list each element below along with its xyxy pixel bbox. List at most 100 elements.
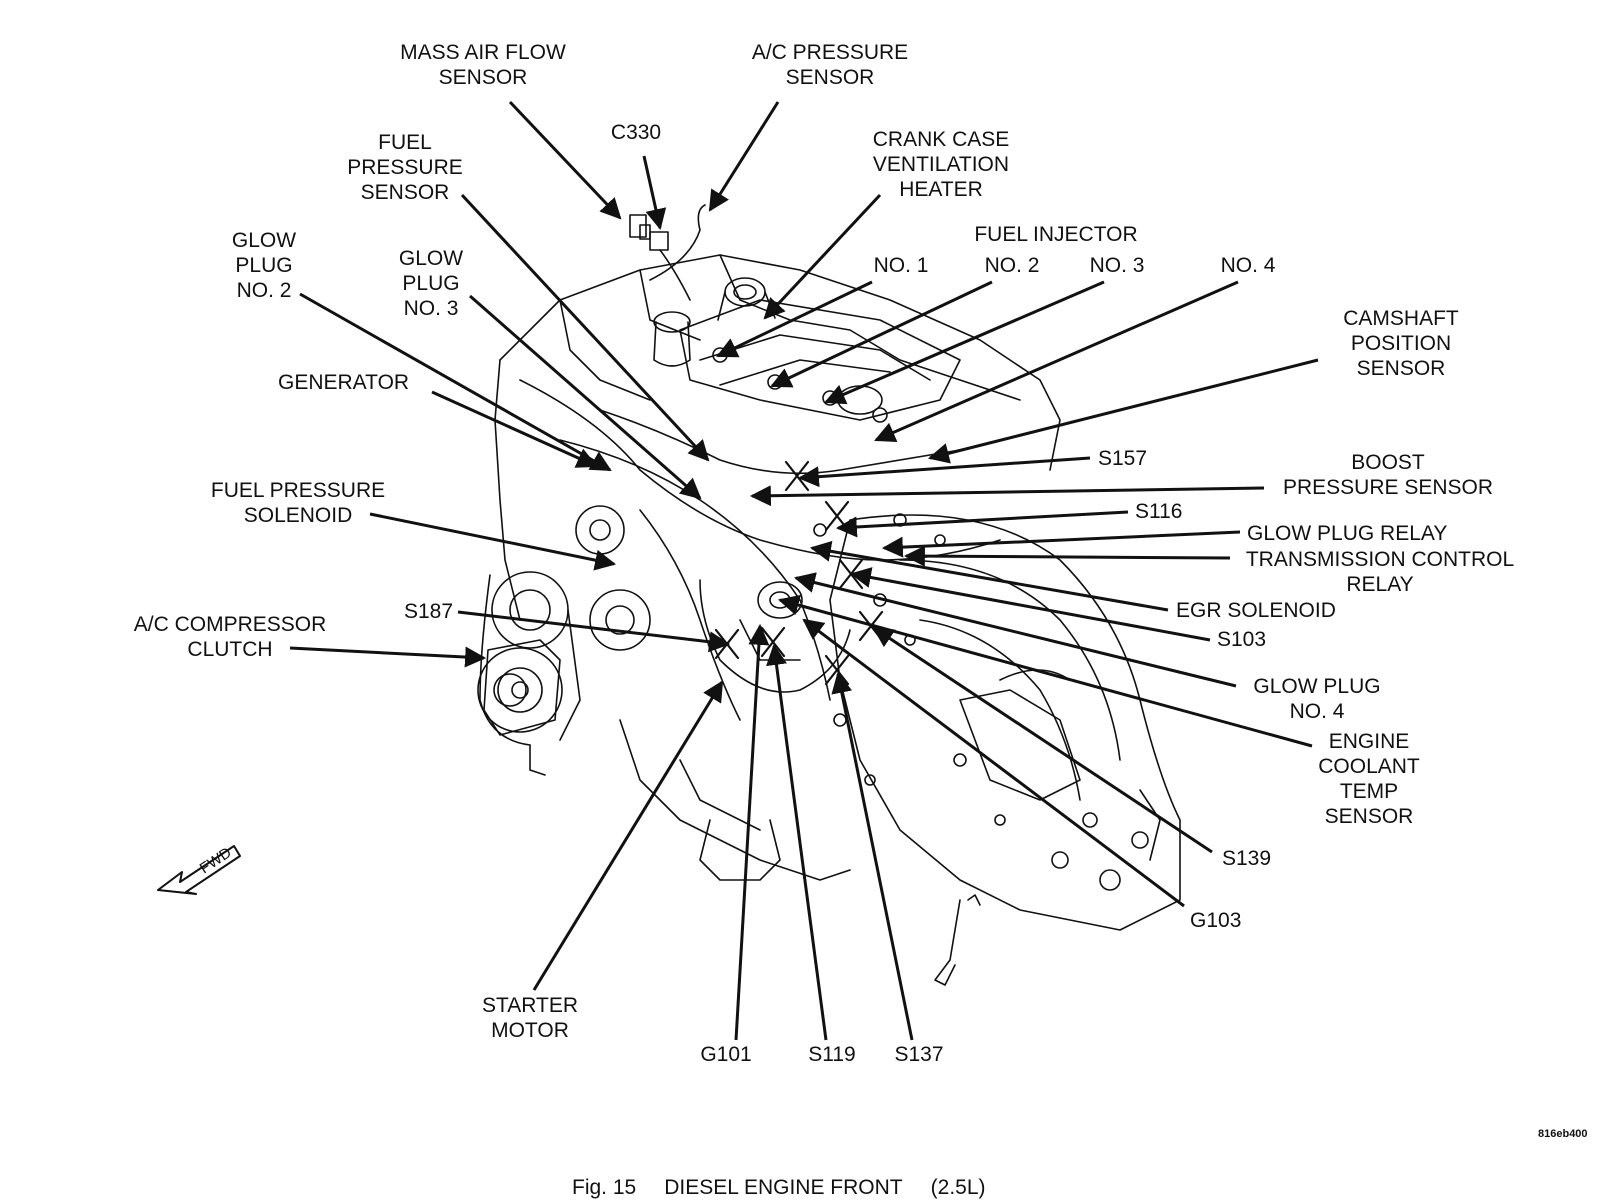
label-line: SENSOR <box>1356 357 1446 380</box>
caption-engine-size: (2.5L) <box>930 1176 986 1199</box>
leader-line-s103 <box>849 567 1211 642</box>
label-line: GLOW <box>398 247 464 270</box>
leader-line-s116 <box>835 510 1129 538</box>
oil-pan <box>619 719 851 881</box>
leader-line-maf <box>508 100 622 220</box>
engine-block-outline <box>499 254 1061 471</box>
leader-line-crankcase <box>763 193 882 320</box>
label-line: S139 <box>1222 847 1272 870</box>
label-line: S116 <box>1135 500 1183 523</box>
label-line: G103 <box>1190 909 1242 932</box>
label-inj-no1: NO. 1 <box>874 253 929 278</box>
leader-line-glow-plug-3 <box>469 294 702 500</box>
label-s119: S119 <box>808 1042 856 1067</box>
label-line: POSITION <box>1350 332 1452 355</box>
label-s139: S139 <box>1222 846 1271 871</box>
label-line: TEMP <box>1339 780 1399 803</box>
label-c330: C330 <box>611 120 661 145</box>
label-line: FUEL PRESSURE <box>210 479 386 502</box>
leader-line-c330 <box>642 155 667 231</box>
label-line: SOLENOID <box>243 504 353 527</box>
leader-line-fuel-pressure-sensor <box>460 193 710 462</box>
label-line: S157 <box>1098 447 1148 470</box>
label-line: NO. 4 <box>1220 254 1276 277</box>
leader-line-s119 <box>766 643 828 1041</box>
leader-line-s157 <box>797 456 1091 488</box>
label-line: PLUG <box>402 272 460 295</box>
label-glow-plug-relay: GLOW PLUG RELAY <box>1247 521 1447 546</box>
label-line: FUEL INJECTOR <box>974 223 1138 246</box>
label-line: S103 <box>1217 628 1267 651</box>
label-s137: S137 <box>894 1042 943 1067</box>
leader-line-glow-plug-2 <box>299 292 612 472</box>
ac-compressor <box>483 639 561 736</box>
label-line: A/C PRESSURE <box>751 41 909 64</box>
label-inj-no3: NO. 3 <box>1090 253 1145 278</box>
label-line: CLUTCH <box>187 638 273 661</box>
label-line: S187 <box>404 600 454 623</box>
label-line: NO. 2 <box>984 254 1040 277</box>
label-line: PRESSURE SENSOR <box>1282 476 1494 499</box>
leader-line-ac-compressor <box>289 646 487 668</box>
label-line: FUEL <box>378 131 432 154</box>
leader-line-egr <box>809 540 1169 612</box>
label-inj-no2: NO. 2 <box>985 253 1040 278</box>
label-s103: S103 <box>1217 627 1266 652</box>
leader-line-inj-no2 <box>770 280 993 388</box>
leader-line-s137 <box>831 671 914 1041</box>
label-fuel-injector: FUEL INJECTOR <box>974 222 1137 247</box>
label-line: NO. 3 <box>1089 254 1145 277</box>
label-line: EGR SOLENOID <box>1176 599 1336 622</box>
label-line: VENTILATION <box>872 153 1010 176</box>
leader-line-inj-no4 <box>874 280 1239 443</box>
label-line: GENERATOR <box>278 371 410 394</box>
leader-line-inj-no3 <box>824 280 1105 405</box>
leader-line-g101 <box>734 623 770 1041</box>
label-line: CRANK CASE <box>872 128 1010 151</box>
valve-cover <box>679 299 961 421</box>
label-line: BOOST <box>1351 451 1425 474</box>
label-line: NO. 4 <box>1289 700 1345 723</box>
oil-filler-cap <box>653 311 691 333</box>
label-egr: EGR SOLENOID <box>1176 598 1336 623</box>
label-inj-no4: NO. 4 <box>1221 253 1276 278</box>
label-line: MOTOR <box>491 1019 569 1042</box>
leader-line-s187 <box>457 610 731 653</box>
label-line: CAMSHAFT <box>1343 307 1459 330</box>
label-generator: GENERATOR <box>278 370 409 395</box>
caption-fig-number: Fig. 15 <box>572 1176 637 1199</box>
leader-line-camshaft <box>927 358 1319 464</box>
leader-line-s139 <box>872 626 1213 854</box>
leader-line-ac-pressure <box>708 101 780 212</box>
leader-line-generator <box>431 390 598 468</box>
label-line: SENSOR <box>785 66 875 89</box>
label-line: C330 <box>610 121 662 144</box>
label-line: S137 <box>894 1043 944 1066</box>
leader-line-g103 <box>802 618 1185 908</box>
caption-title: DIESEL ENGINE FRONT <box>664 1176 903 1199</box>
label-line: PRESSURE <box>347 156 463 179</box>
label-line: TRANSMISSION CONTROL <box>1245 548 1515 571</box>
label-line: HEATER <box>899 178 983 201</box>
leader-line-ect <box>777 594 1313 748</box>
label-s116: S116 <box>1135 499 1183 524</box>
label-line: G101 <box>700 1043 752 1066</box>
label-g101: G101 <box>700 1042 751 1067</box>
label-line: COOLANT <box>1318 755 1420 778</box>
label-line: SENSOR <box>438 66 528 89</box>
figure-id: 816eb400 <box>1538 1128 1588 1140</box>
